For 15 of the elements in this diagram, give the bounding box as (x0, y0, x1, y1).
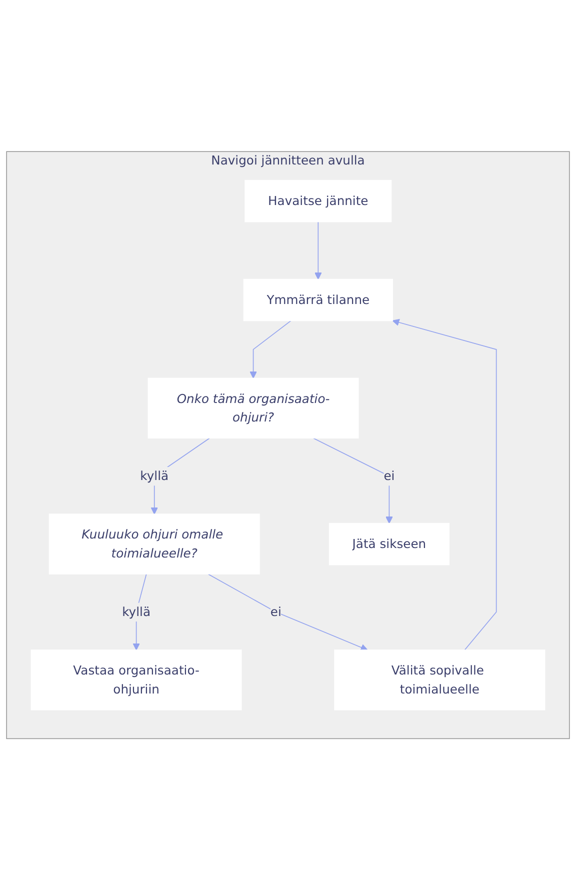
edge-label: ei (384, 468, 395, 484)
node-box: Onko tämä organisaatio-ohjuri? (148, 378, 359, 439)
arrow (392, 319, 497, 651)
arrow (314, 222, 322, 280)
arrow (312, 438, 393, 524)
node-box: Välitä sopivalle toimialueelle (334, 650, 546, 711)
node-box: Kuuluuko ohjuri omalle toimialueelle? (48, 514, 260, 575)
node-box: Vastaa organisaatio-ohjuriin (30, 650, 242, 711)
edge-label: kyllä (140, 468, 169, 484)
node-box: Havaitse jännite (244, 180, 392, 223)
edge-label: kyllä (122, 604, 150, 620)
arrow (250, 320, 292, 379)
node-box: Ymmärrä tilanne (243, 279, 393, 322)
arrow (208, 574, 368, 652)
edge-label: ei (270, 604, 282, 620)
